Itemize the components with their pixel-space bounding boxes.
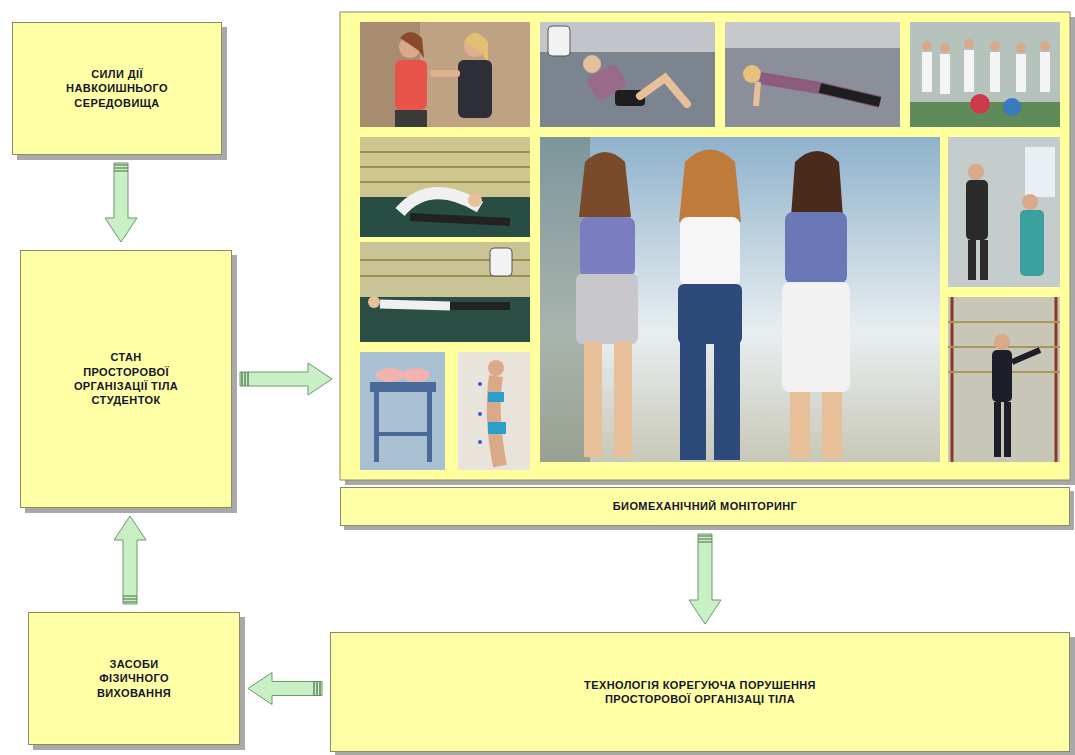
flow-arrow bbox=[240, 363, 332, 395]
node-label: ТЕХНОЛОГІЯ КОРЕГУЮЧА ПОРУШЕННЯ ПРОСТОРОВ… bbox=[550, 678, 850, 707]
text-column: ТЕХНОЛОГІЯ КОРЕГУЮЧА ПОРУШЕННЯ ПРОСТОРОВ… bbox=[550, 678, 850, 707]
flow-arrow bbox=[248, 673, 322, 705]
node-label: СТАН ПРОСТОРОВОЇ ОРГАНІЗАЦІЇ ТІЛА СТУДЕН… bbox=[71, 350, 181, 407]
text-column: СТАН ПРОСТОРОВОЇ ОРГАНІЗАЦІЇ ТІЛА СТУДЕН… bbox=[71, 350, 181, 407]
technology-box: ТЕХНОЛОГІЯ КОРЕГУЮЧА ПОРУШЕННЯ ПРОСТОРОВ… bbox=[330, 632, 1070, 752]
node-label: ЗАСОБИ ФІЗИЧНОГО ВИХОВАННЯ bbox=[74, 657, 194, 700]
text-column: СИЛИ ДІЇ НАВКОИШНЬОГО СЕРЕДОВИЩА bbox=[57, 67, 177, 110]
monitoring-band: БИОМЕХАНІЧНИЙ МОНІТОРИНГ bbox=[340, 487, 1070, 526]
node-label: БИОМЕХАНІЧНИЙ МОНІТОРИНГ bbox=[613, 499, 797, 513]
flow-arrow bbox=[114, 516, 146, 604]
factor-box: СИЛИ ДІЇ НАВКОИШНЬОГО СЕРЕДОВИЩА bbox=[12, 22, 222, 155]
flow-arrow bbox=[689, 534, 721, 624]
text-column: ЗАСОБИ ФІЗИЧНОГО ВИХОВАННЯ bbox=[74, 657, 194, 700]
means-box: ЗАСОБИ ФІЗИЧНОГО ВИХОВАННЯ bbox=[28, 612, 240, 745]
monitoring-panel: БИОМЕХАНІЧНИЙ МОНІТОРИНГ bbox=[340, 12, 1070, 526]
flow-arrow bbox=[105, 163, 137, 242]
node-label: СИЛИ ДІЇ НАВКОИШНЬОГО СЕРЕДОВИЩА bbox=[57, 67, 177, 110]
state-box: СТАН ПРОСТОРОВОЇ ОРГАНІЗАЦІЇ ТІЛА СТУДЕН… bbox=[20, 250, 232, 508]
